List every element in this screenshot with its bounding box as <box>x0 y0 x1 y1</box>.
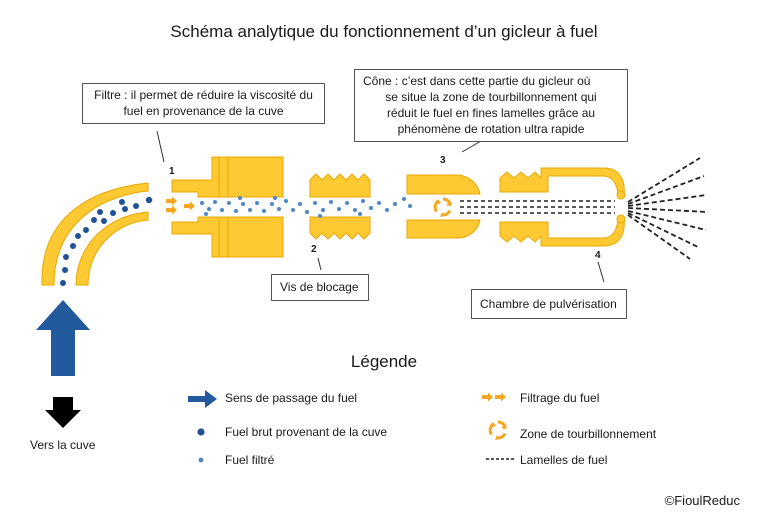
part-number-2: 2 <box>311 244 317 255</box>
legend-raw-fuel-icon <box>197 428 205 436</box>
legend-filter-arrow-icon <box>482 392 493 402</box>
raw-fuel-dots <box>60 196 153 286</box>
locking-screw <box>309 173 371 240</box>
legend-filtered-fuel-label: Fuel filtré <box>225 453 275 467</box>
callout-filter-line: Filtre : il permet de réduire la viscosi… <box>94 88 313 102</box>
callout-cone-line: réduit le fuel en fines lamelles grâce a… <box>386 106 596 120</box>
leader-lines <box>156 130 605 283</box>
legend-filtering-label: Filtrage du fuel <box>520 391 600 405</box>
part-number-4: 4 <box>595 250 601 261</box>
callout-cone-line: se situe la zone de tourbillonnement qui <box>385 90 597 104</box>
callout-filter: Filtre : il permet de réduire la viscosi… <box>82 83 325 124</box>
legend-lamellae-label: Lamelles de fuel <box>520 453 608 467</box>
filter-arrow <box>166 196 177 206</box>
filtered-fuel-dots <box>200 196 412 218</box>
spray-lines <box>627 157 709 260</box>
callout-spray-chamber: Chambre de pulvérisation <box>471 289 627 319</box>
part-number-1: 1 <box>169 166 175 177</box>
cone-part <box>406 174 481 239</box>
callout-locking-screw: Vis de blocage <box>271 274 369 301</box>
legend-title: Légende <box>350 352 418 371</box>
callout-cone-line: Cône : c’est dans cette partie du gicleu… <box>363 74 591 88</box>
legend-raw-fuel-label: Fuel brut provenant de la cuve <box>225 425 388 439</box>
legend-swirl-label: Zone de tourbillonnement <box>520 427 657 441</box>
inlet-pipe <box>41 182 149 286</box>
callout-cone-line: phénomène de rotation ultra rapide <box>397 122 585 136</box>
fuel-lamellae <box>460 200 615 214</box>
fuel-direction-arrow-up <box>36 300 90 376</box>
swirl-zone-icon <box>433 197 454 219</box>
legend-filter-arrow-icon <box>495 392 506 402</box>
filter-arrow <box>184 201 195 211</box>
legend-filtered-fuel-icon <box>198 457 204 463</box>
return-arrow-down <box>45 397 81 428</box>
legend-direction-label: Sens de passage du fuel <box>225 391 358 405</box>
copyright: ©FioulReduc <box>664 493 740 508</box>
legend-blue-arrow-icon <box>188 390 217 408</box>
diagram-title: Schéma analytique du fonctionnement d’un… <box>170 22 598 41</box>
part-number-3: 3 <box>440 155 446 166</box>
filter-arrow <box>166 205 177 215</box>
callout-filter-line: fuel en provenance de la cuve <box>123 104 284 118</box>
callout-cone: Cône : c’est dans cette partie du gicleu… <box>354 69 628 142</box>
to-tank-label: Vers la cuve <box>30 438 96 452</box>
legend-swirl-icon <box>488 420 509 442</box>
